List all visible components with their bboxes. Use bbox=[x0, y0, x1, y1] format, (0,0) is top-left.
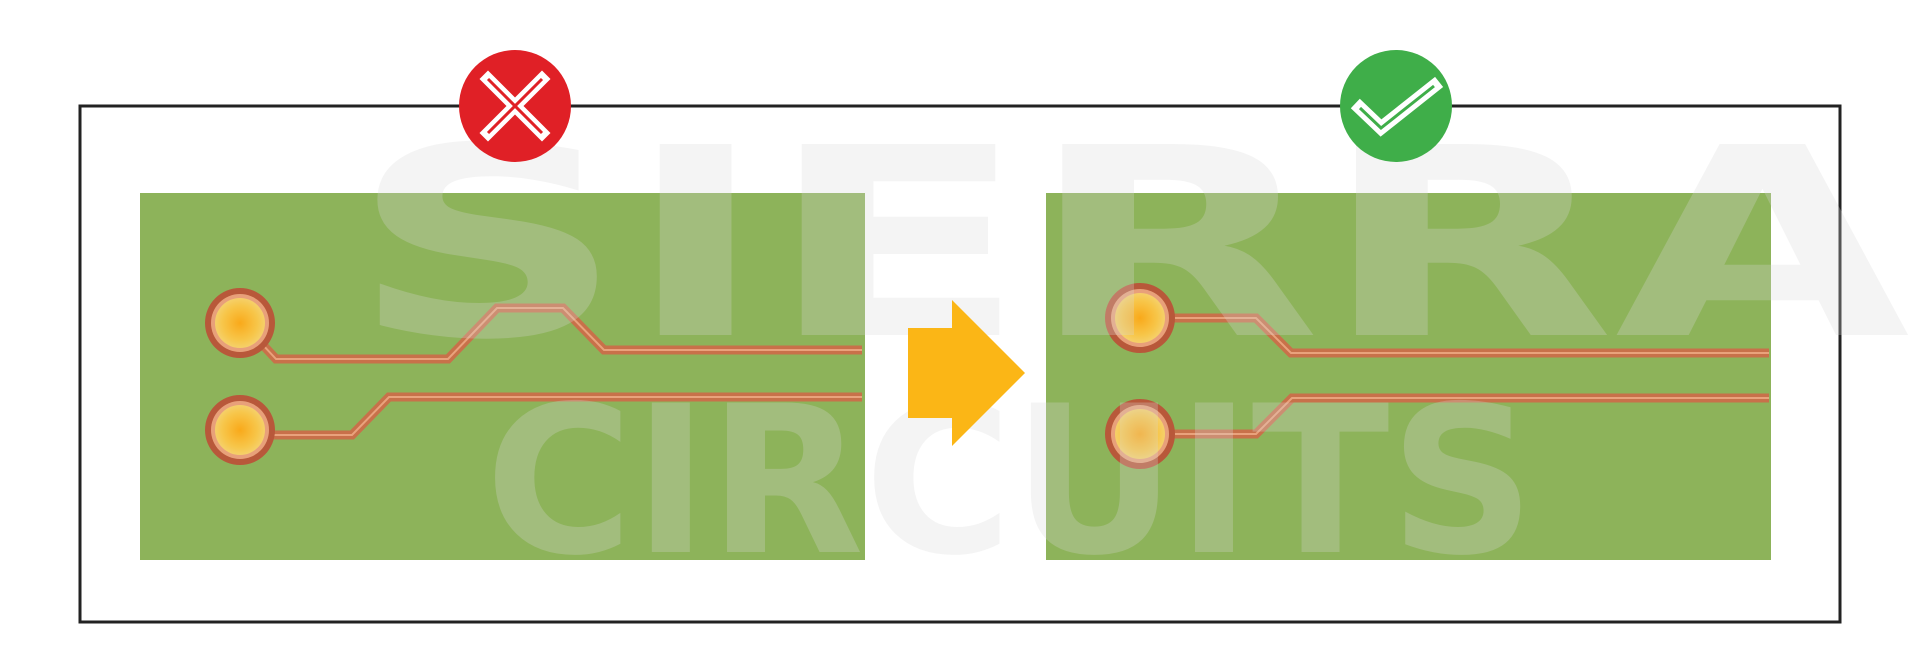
left-board bbox=[140, 193, 865, 560]
arrow-right-icon bbox=[908, 300, 1025, 446]
right-pad-top bbox=[1105, 283, 1175, 353]
right-traces bbox=[1168, 313, 1769, 439]
watermark-line-1: SIERRA bbox=[350, 92, 1913, 397]
outer-frame bbox=[78, 104, 1842, 624]
right-trace-bottom-highlight bbox=[1168, 397, 1769, 435]
right-board bbox=[1046, 193, 1771, 560]
left-pad-top bbox=[205, 288, 275, 358]
watermark-line-2: CIRCUITS bbox=[485, 363, 1535, 601]
watermark: SIERRA CIRCUITS bbox=[350, 92, 1913, 601]
x-mark-icon bbox=[459, 50, 571, 162]
left-pad-bottom bbox=[205, 395, 275, 465]
check-mark-icon bbox=[1340, 50, 1452, 162]
right-pad-bottom bbox=[1105, 399, 1175, 469]
left-trace-top-highlight bbox=[261, 307, 862, 360]
left-traces bbox=[258, 303, 862, 440]
right-trace-top-highlight bbox=[1168, 317, 1769, 354]
left-trace-bottom-highlight bbox=[268, 396, 862, 436]
